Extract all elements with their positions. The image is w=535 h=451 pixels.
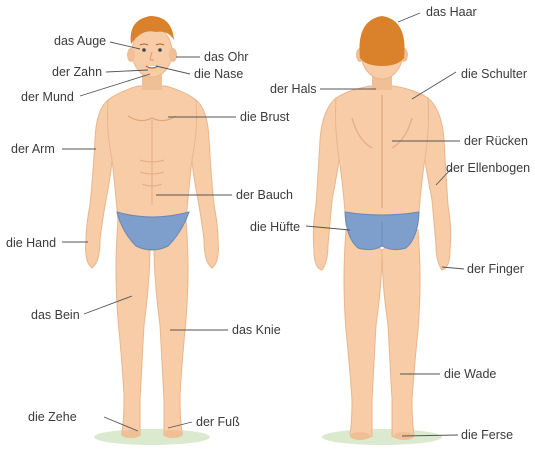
- label-die-hand: die Hand: [6, 236, 56, 250]
- label-das-auge: das Auge: [54, 34, 106, 48]
- front-right-leg: [154, 220, 188, 437]
- label-der-ruecken: der Rücken: [464, 134, 528, 148]
- label-die-brust: die Brust: [240, 110, 289, 124]
- back-figure: [313, 16, 450, 440]
- label-die-wade: die Wade: [444, 367, 496, 381]
- leader-schulter: [412, 72, 456, 99]
- label-das-ohr: das Ohr: [204, 50, 248, 64]
- leader-haar: [398, 13, 420, 22]
- label-der-finger: der Finger: [467, 262, 524, 276]
- label-die-nase: die Nase: [194, 67, 243, 81]
- front-left-leg: [116, 220, 150, 437]
- label-das-haar: das Haar: [426, 5, 477, 19]
- label-der-mund: der Mund: [21, 90, 74, 104]
- label-der-arm: der Arm: [11, 142, 55, 156]
- label-die-ferse: die Ferse: [461, 428, 513, 442]
- label-der-zahn: der Zahn: [52, 65, 102, 79]
- ground-shadow-back: [322, 429, 442, 445]
- label-der-ellenbogen: der Ellenbogen: [446, 161, 530, 175]
- label-die-zehe: die Zehe: [28, 410, 77, 424]
- label-die-schulter: die Schulter: [461, 67, 527, 81]
- ground-shadow-front: [94, 429, 210, 445]
- label-der-hals: der Hals: [270, 82, 317, 96]
- back-left-leg: [344, 230, 382, 439]
- label-das-knie: das Knie: [232, 323, 281, 337]
- label-der-bauch: der Bauch: [236, 188, 293, 202]
- label-das-bein: das Bein: [31, 308, 80, 322]
- label-die-huefte: die Hüfte: [250, 220, 300, 234]
- back-right-leg: [382, 230, 420, 439]
- back-hair: [359, 16, 404, 66]
- label-der-fuss: der Fuß: [196, 415, 240, 429]
